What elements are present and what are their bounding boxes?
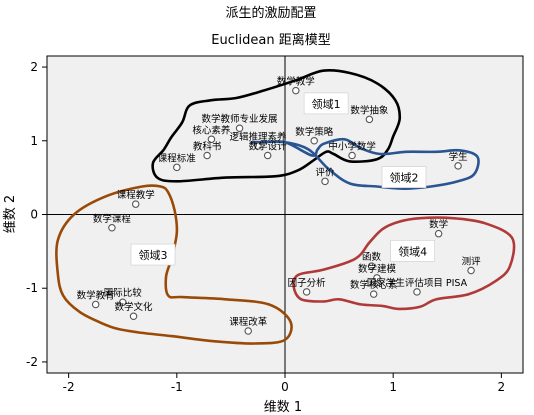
data-point [129,312,138,320]
y-tick-label: 0 [30,208,38,222]
data-point [263,151,272,160]
data-point [367,262,376,270]
y-axis-label: 维数 2 [3,195,18,233]
point-label: 数学建模 [358,263,397,275]
data-point [365,115,374,124]
point-label: 数学 [429,219,448,231]
region-label-2: 领域2 [390,172,419,185]
region-outline-4 [292,216,516,311]
point-label: 课程标准 [158,152,197,164]
data-point [454,162,462,170]
point-label: 中小学数学 [328,141,376,153]
region-label-box-3 [130,243,176,266]
reference-lines [47,56,523,373]
region-label-box-2 [381,166,427,188]
data-point [302,288,311,296]
point-label: 数学核心素 [350,279,398,291]
data-point [203,151,211,160]
point-label: 学生 [449,151,469,163]
data-point [235,124,244,132]
data-point [207,135,216,144]
point-label: 数学教师专业发展 [202,113,279,125]
point-label: 函数 [362,251,382,263]
region-label-4: 领域4 [398,245,427,258]
point-label: 课程教学 [117,189,155,201]
y-tick-label: 2 [30,60,38,74]
y-tick-label: 1 [30,134,38,148]
point-label: 因子分析 [288,277,327,289]
point-label: 数学课程 [93,213,132,225]
data-points: 数学教学数学抽象数学教师专业发展核心素养逻辑推理素养数学策略中小学数学课程标准教… [77,76,481,335]
point-label: 评价 [316,167,336,178]
data-point [348,151,356,160]
data-point [244,327,252,335]
point-label: 课程改革 [229,316,268,328]
data-point [292,86,300,95]
data-point [310,137,318,145]
region-label-box-1 [303,92,349,115]
data-point [321,177,329,186]
region-outlines: 领域1 领域2 领域3 领域4 [55,68,516,345]
point-label: 测评 [462,257,482,268]
chart-title: 派生的激励配置 [225,5,316,21]
y-tick-label: -2 [26,355,38,369]
point-label: 数学教育 [77,289,115,301]
x-tick-label: -1 [171,380,183,394]
point-label: 数学抽象 [350,104,389,116]
data-point [373,274,381,282]
region-label-1: 领域1 [312,98,341,111]
region-outline-1 [151,68,402,183]
x-tick-label: -2 [63,380,75,394]
region-label-3: 领域3 [139,249,168,262]
data-point [131,200,140,208]
data-point [434,229,443,238]
point-label: 核心素养 [192,124,231,136]
x-tick-label: 1 [389,380,397,394]
data-point [413,288,421,296]
data-point [254,142,262,150]
data-point [173,163,181,172]
x-axis-label: 维数 1 [264,400,302,415]
point-label: 教科书 [193,141,222,153]
region-outline-2 [250,137,480,190]
data-point [467,266,475,275]
point-label: 逻辑推理素养 [229,131,287,143]
region-label-box-4 [390,240,435,262]
data-point [108,224,116,232]
chart-subtitle: Euclidean 距离模型 [211,32,330,48]
point-label: 国际比较 [104,287,143,299]
axis-ticks: -2 -1 0 1 2 -2 -1 0 1 2 [26,60,505,394]
point-label: 数学文化 [115,301,154,313]
point-label: 数学教学 [277,76,315,88]
y-tick-label: -1 [26,281,38,295]
data-point [91,300,100,309]
x-tick-label: 2 [498,380,506,394]
point-label: 数学设计 [249,141,288,153]
data-point [369,290,378,298]
point-label: 数学策略 [295,126,334,138]
data-point [118,298,127,306]
x-tick-label: 0 [281,380,289,394]
point-label: 国家学生评估项目 PISA [367,277,468,289]
